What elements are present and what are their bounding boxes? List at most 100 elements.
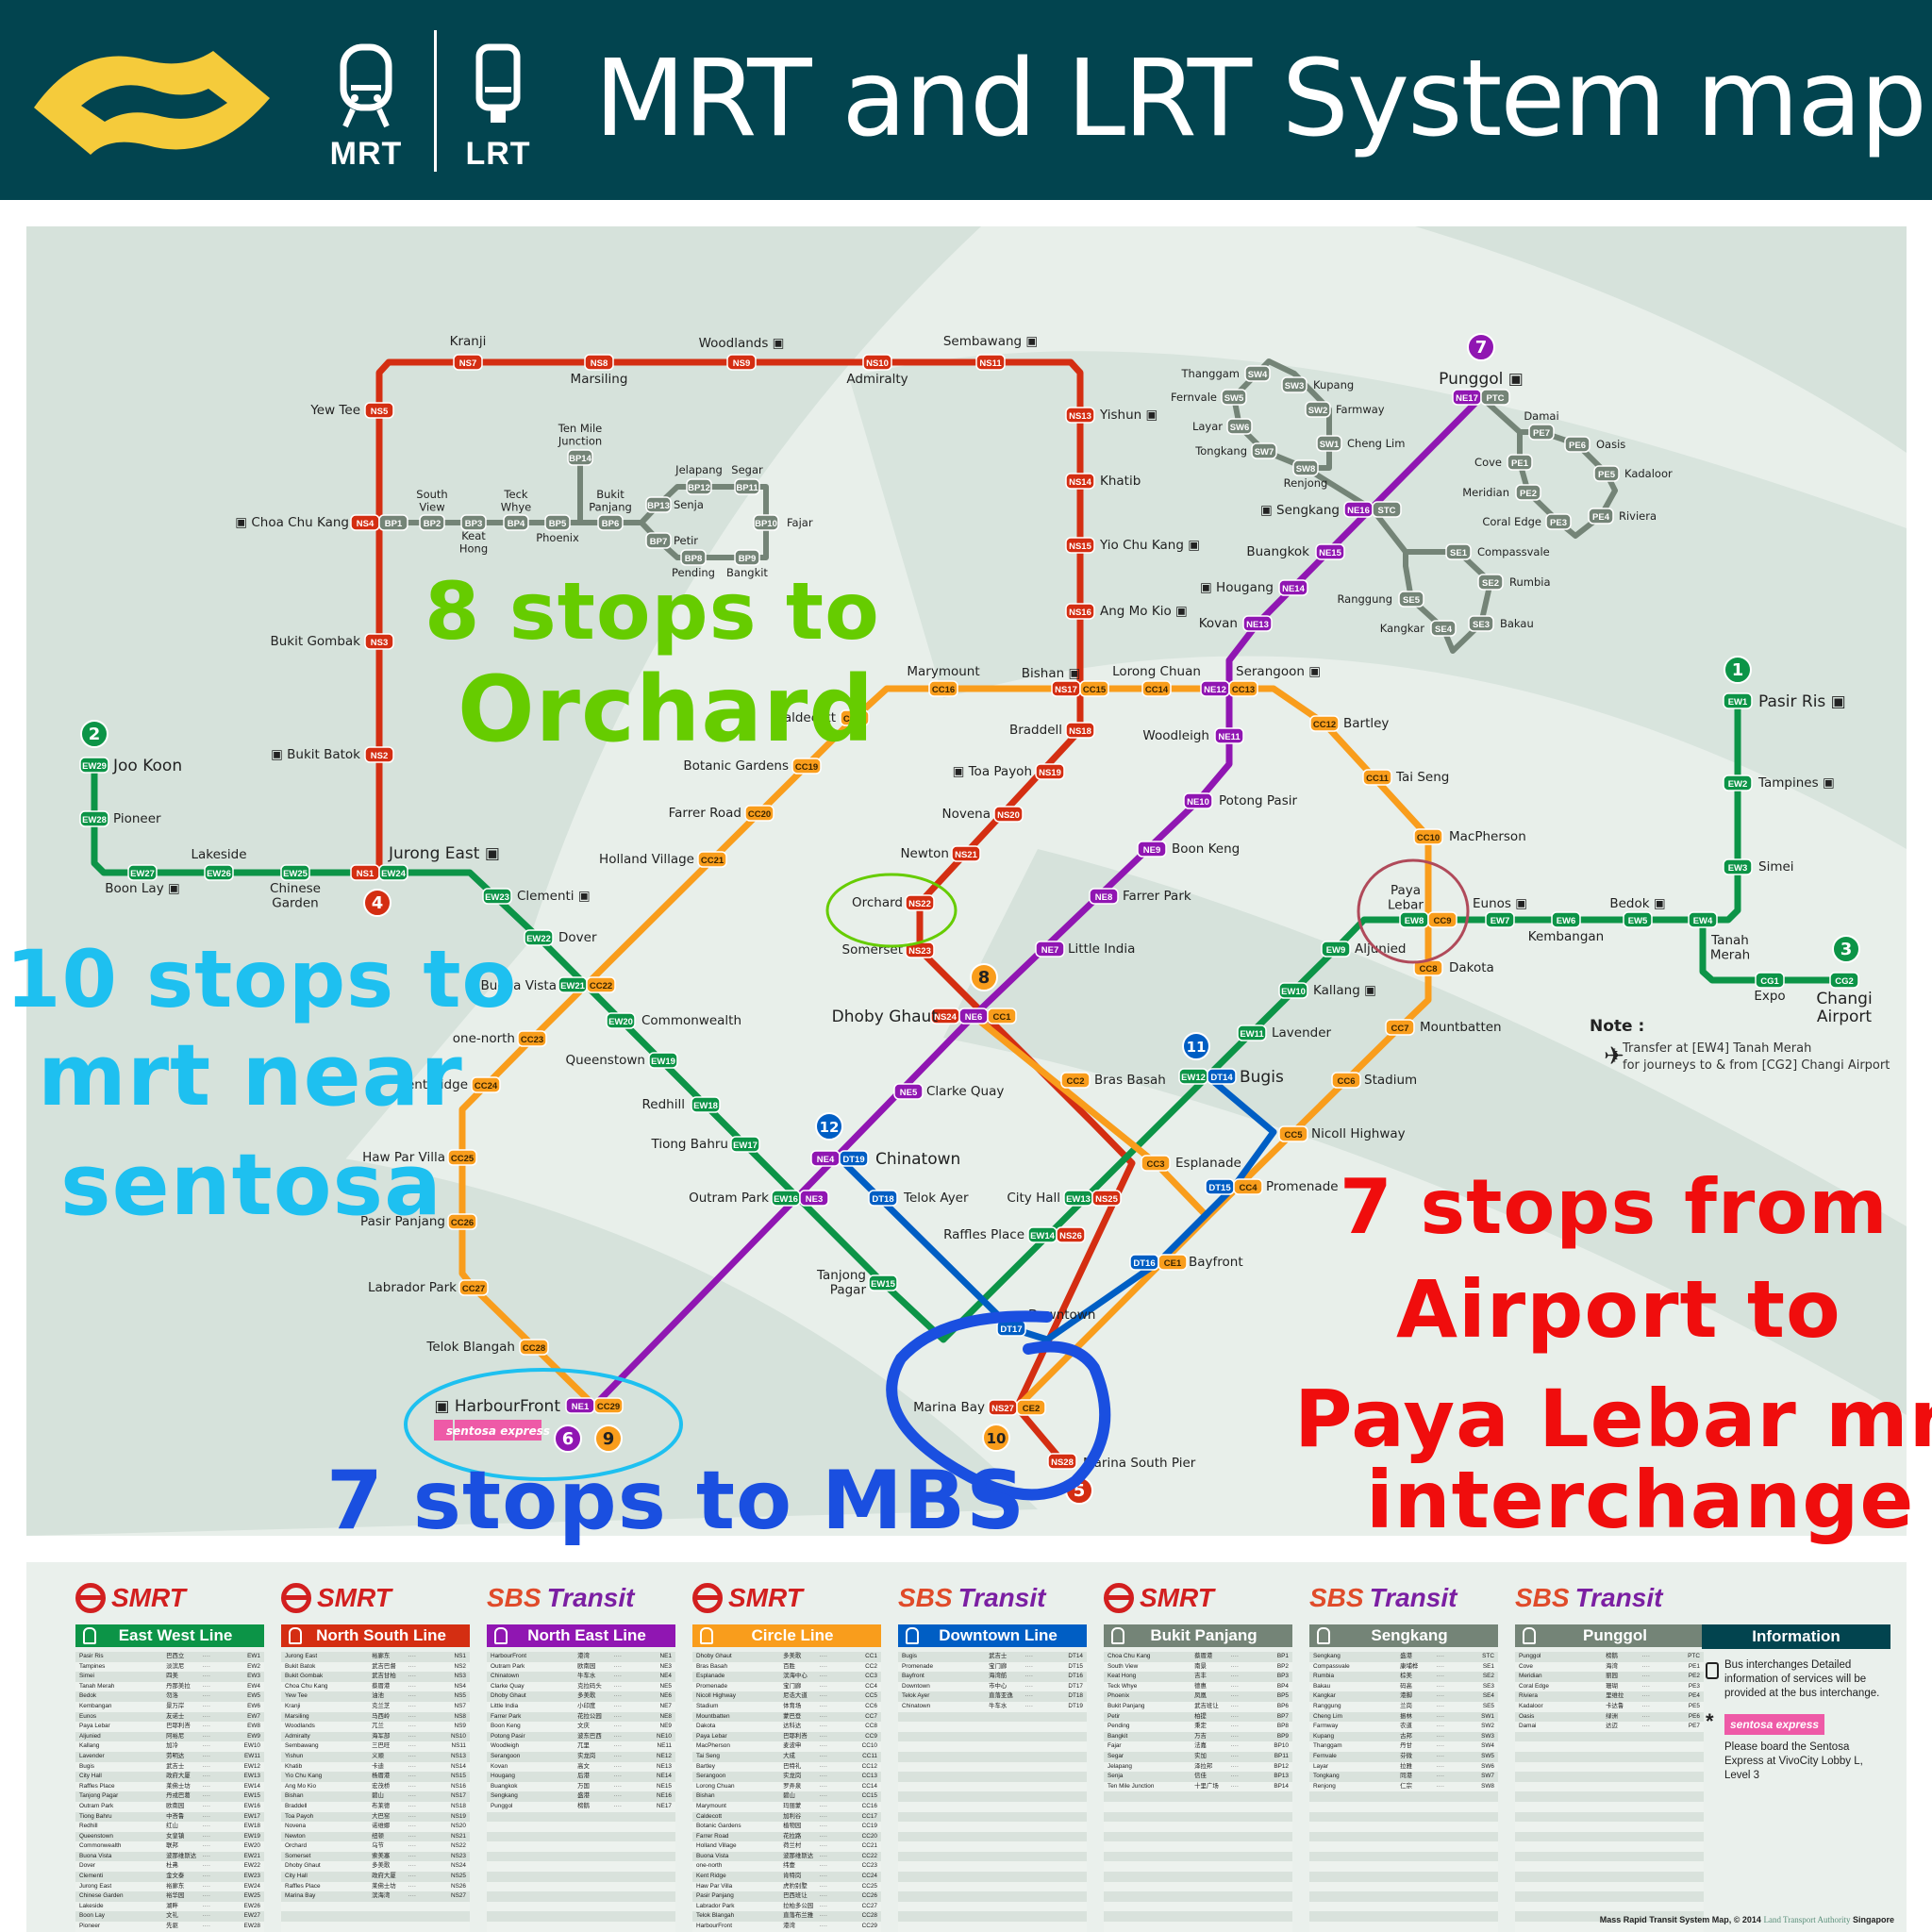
station-toa-payoh[interactable]: NS19▣ Toa Payoh <box>953 763 1065 780</box>
station-bukit-batok[interactable]: NS2▣ Bukit Batok <box>271 746 394 763</box>
station-hougang[interactable]: NE14▣ Hougang <box>1200 579 1308 596</box>
